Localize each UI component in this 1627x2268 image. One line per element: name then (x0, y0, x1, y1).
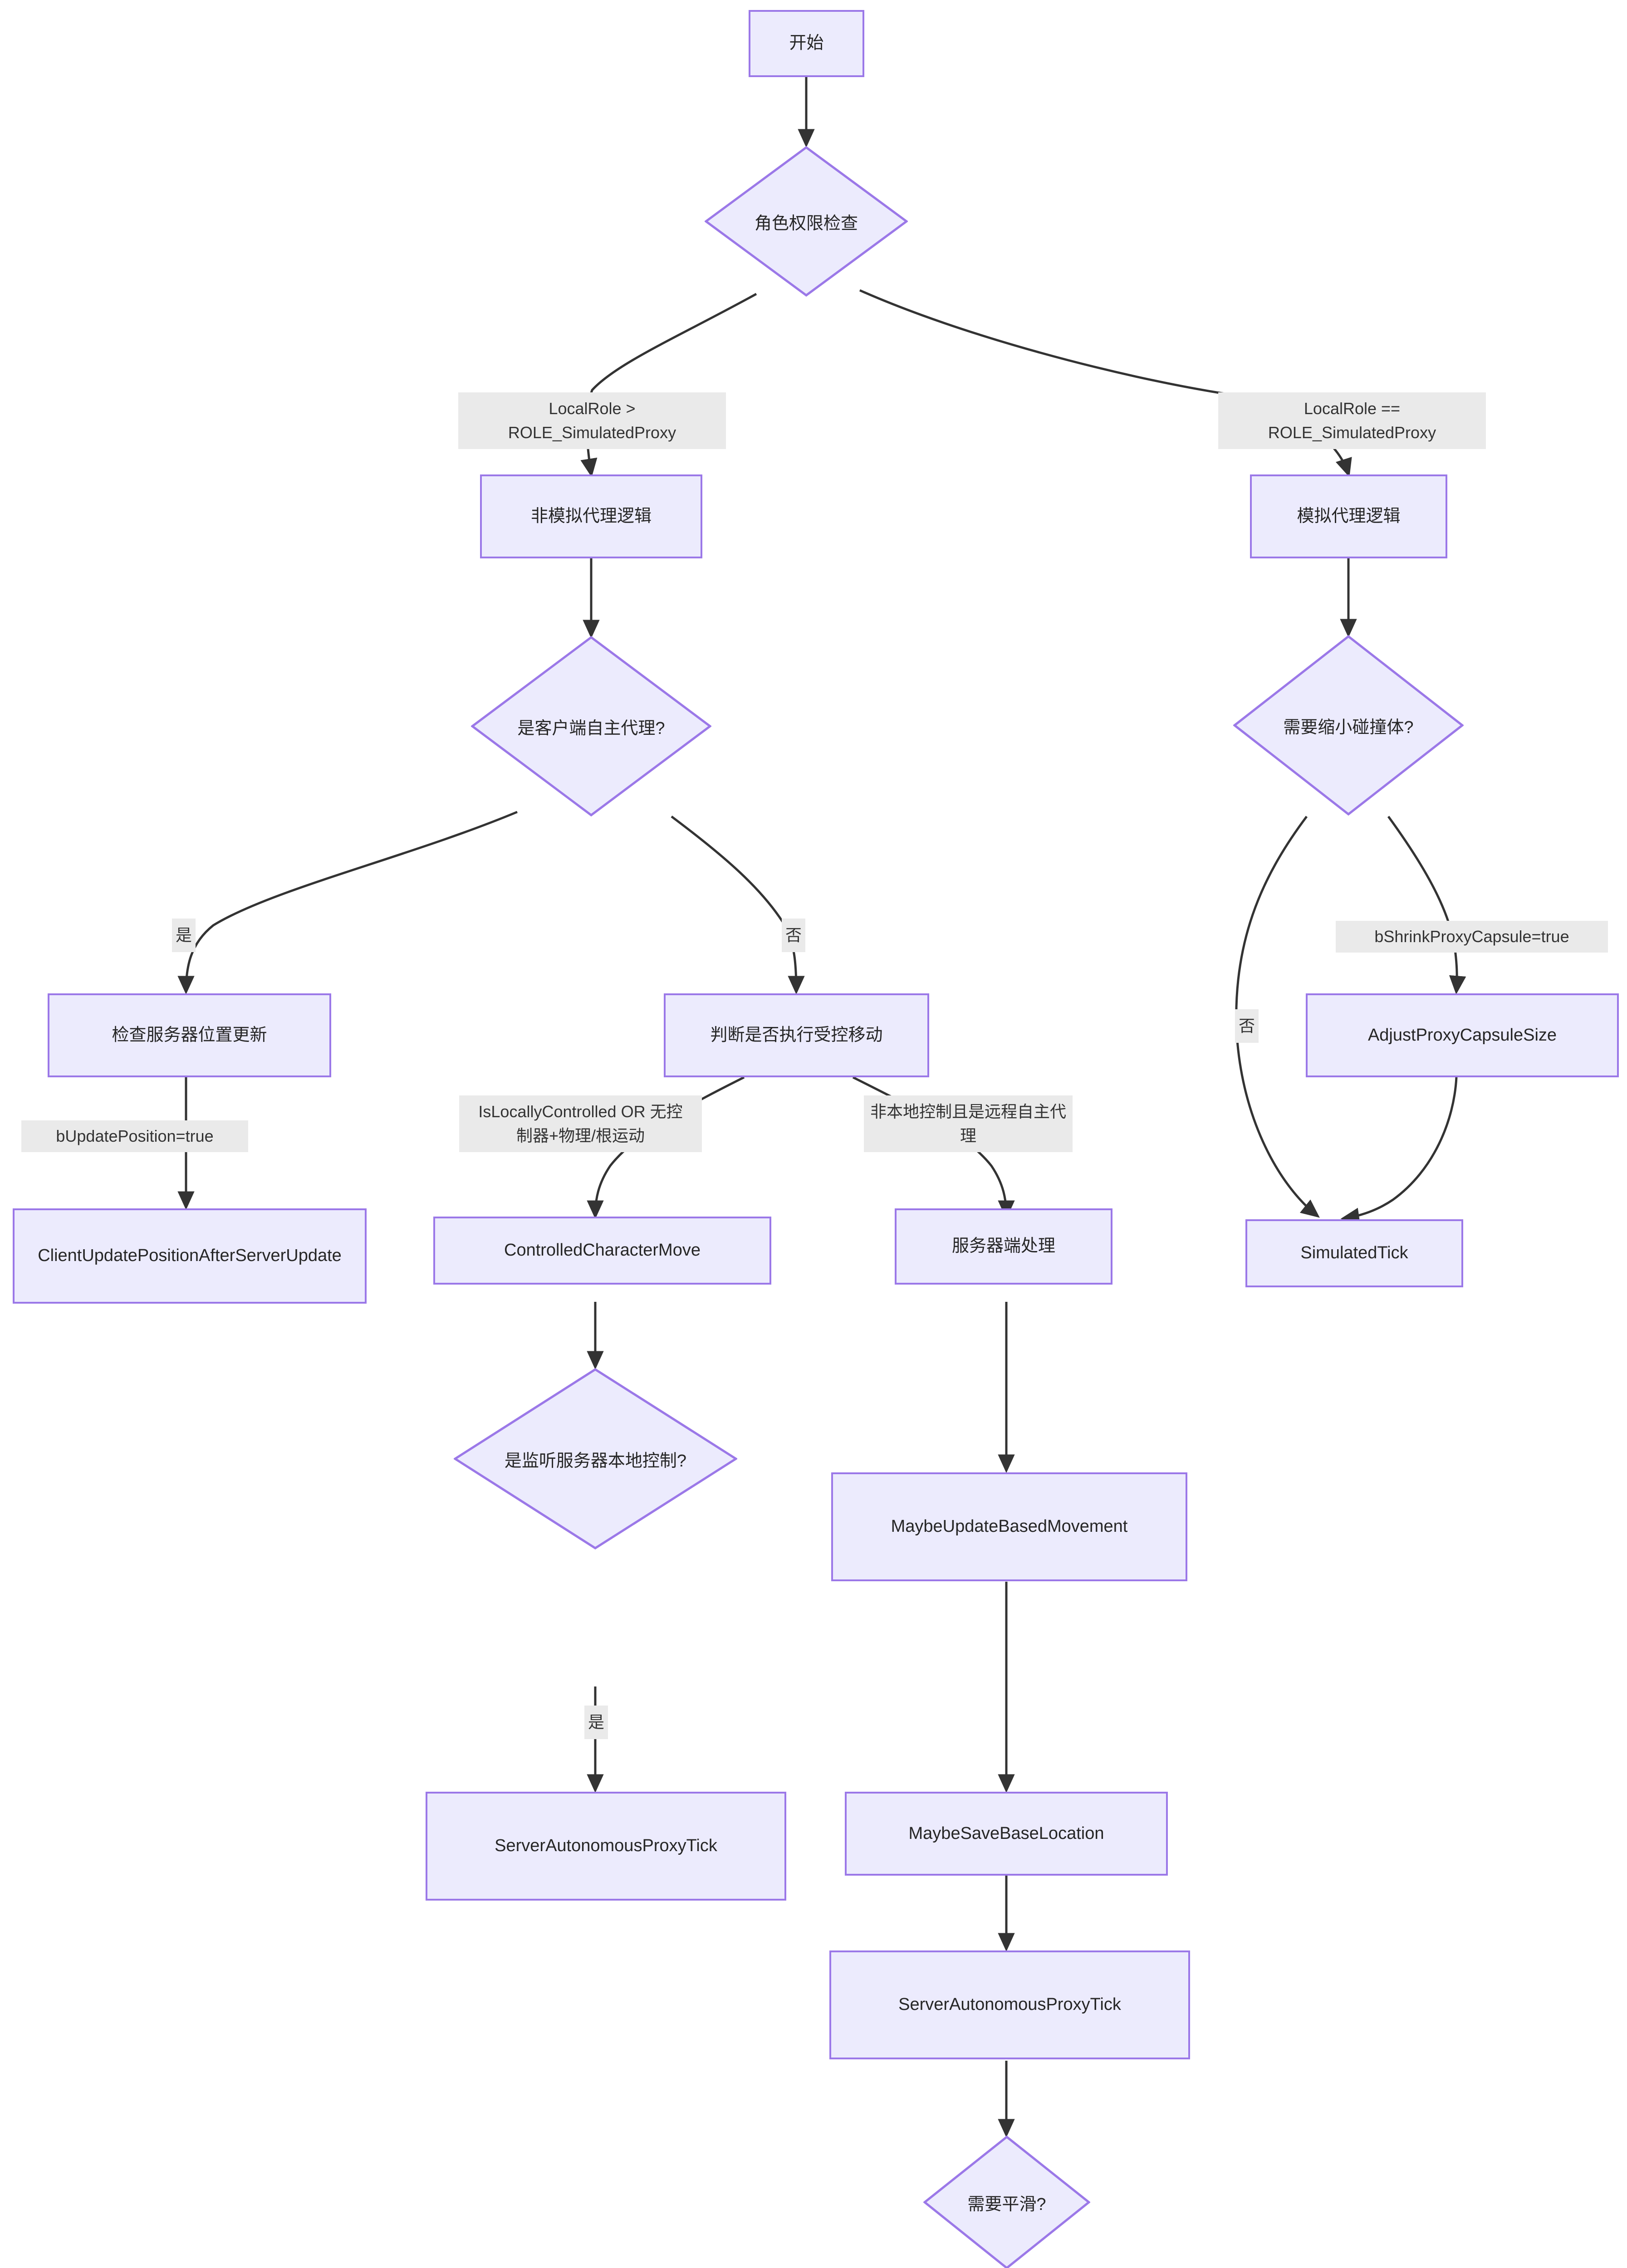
node-maybe-update-based[interactable]: MaybeUpdateBasedMovement (831, 1472, 1187, 1581)
node-sap-tick-left[interactable]: ServerAutonomousProxyTick (426, 1792, 786, 1901)
node-controlled-move[interactable]: ControlledCharacterMove (433, 1217, 771, 1285)
edge-isclient-checkpos (177, 811, 518, 995)
edge-isclient-judgemove (671, 816, 805, 995)
node-need-shrink[interactable]: 需要缩小碰撞体? (1233, 635, 1464, 816)
node-start-label: 开始 (789, 34, 824, 53)
edge-label-no-shrink: 否 (1235, 1009, 1259, 1043)
node-is-client-auto[interactable]: 是客户端自主代理? (471, 636, 711, 816)
is-listen-local-diamond-shape (454, 1368, 737, 1549)
edge-needshrink-adjust (1387, 816, 1466, 995)
node-judge-move[interactable]: 判断是否执行受控移动 (664, 993, 929, 1077)
node-check-server-pos-label: 检查服务器位置更新 (112, 1025, 267, 1045)
edge-label-remote-autonomous: 非本地控制且是远程自主代 理 (864, 1095, 1073, 1152)
node-need-shrink-label: 需要缩小碰撞体? (1283, 718, 1414, 737)
edge-label-shrink: bShrinkProxyCapsule=true (1336, 921, 1608, 953)
edge-label-yes-listen: 是 (584, 1706, 608, 1739)
is-client-auto-diamond-shape (471, 636, 711, 816)
node-role-check-label: 角色权限检查 (754, 214, 858, 233)
node-adjust-capsule-label: AdjustProxyCapsuleSize (1367, 1025, 1557, 1045)
edge-label-yes-client: 是 (172, 919, 196, 952)
edge-label-role-left: LocalRole > ROLE_SimulatedProxy (458, 392, 726, 449)
need-smooth-diamond-shape (923, 2136, 1090, 2268)
node-sim-logic[interactable]: 模拟代理逻辑 (1250, 474, 1447, 558)
node-judge-move-label: 判断是否执行受控移动 (710, 1025, 883, 1045)
node-is-listen-local-label: 是监听服务器本地控制? (504, 1451, 687, 1471)
node-maybe-update-based-label: MaybeUpdateBasedMovement (891, 1517, 1128, 1536)
node-role-check[interactable]: 角色权限检查 (705, 146, 908, 297)
node-non-sim-logic[interactable]: 非模拟代理逻辑 (480, 474, 702, 558)
node-server-process-label: 服务器端处理 (951, 1237, 1055, 1256)
node-start[interactable]: 开始 (749, 10, 864, 77)
need-shrink-diamond-shape (1233, 635, 1464, 816)
node-client-update-pos[interactable]: ClientUpdatePositionAfterServerUpdate (13, 1208, 367, 1304)
edge-adjust-simtick (1340, 1077, 1458, 1225)
node-sap-tick-left-label: ServerAutonomousProxyTick (495, 1836, 717, 1856)
node-is-client-auto-label: 是客户端自主代理? (517, 719, 665, 738)
node-maybe-save-base[interactable]: MaybeSaveBaseLocation (845, 1792, 1168, 1876)
node-adjust-capsule[interactable]: AdjustProxyCapsuleSize (1306, 993, 1619, 1077)
node-maybe-save-base-label: MaybeSaveBaseLocation (908, 1823, 1104, 1843)
node-simulated-tick[interactable]: SimulatedTick (1245, 1219, 1463, 1287)
node-client-update-pos-label: ClientUpdatePositionAfterServerUpdate (38, 1246, 342, 1266)
node-sap-tick-mid-label: ServerAutonomousProxyTick (898, 1995, 1121, 2014)
node-non-sim-logic-label: 非模拟代理逻辑 (530, 506, 652, 526)
node-need-smooth[interactable]: 需要平滑? (923, 2136, 1090, 2268)
node-check-server-pos[interactable]: 检查服务器位置更新 (48, 993, 331, 1077)
edge-label-no-client: 否 (782, 919, 805, 952)
node-sap-tick-mid[interactable]: ServerAutonomousProxyTick (829, 1950, 1190, 2059)
edge-label-update-pos: bUpdatePosition=true (21, 1120, 248, 1152)
node-controlled-move-label: ControlledCharacterMove (504, 1241, 701, 1260)
edge-label-locally-controlled: IsLocallyControlled OR 无控 制器+物理/根运动 (459, 1095, 702, 1152)
node-server-process[interactable]: 服务器端处理 (895, 1208, 1112, 1285)
node-need-smooth-label: 需要平滑? (967, 2195, 1046, 2214)
node-simulated-tick-label: SimulatedTick (1300, 1243, 1408, 1263)
node-sim-logic-label: 模拟代理逻辑 (1297, 506, 1401, 526)
edge-label-role-right: LocalRole == ROLE_SimulatedProxy (1218, 392, 1486, 449)
role-check-diamond-shape (705, 146, 908, 297)
node-is-listen-local[interactable]: 是监听服务器本地控制? (454, 1368, 737, 1549)
